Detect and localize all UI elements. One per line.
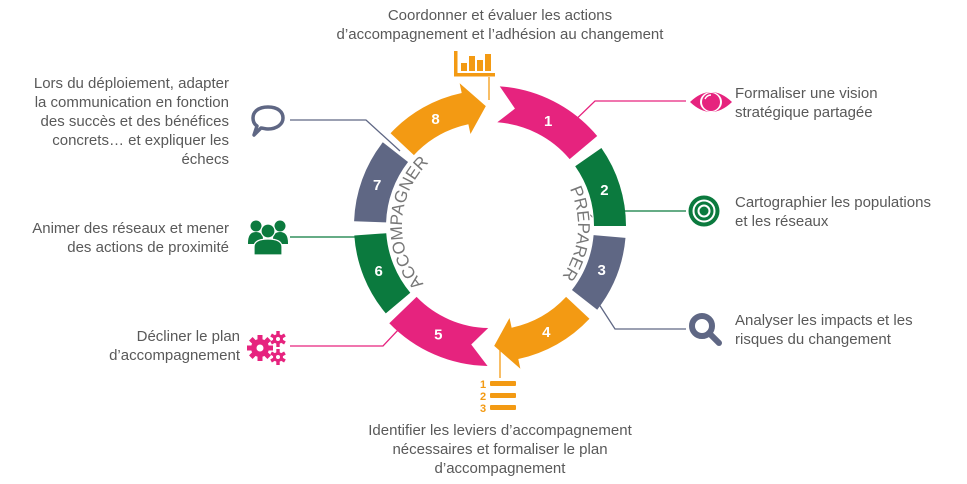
step-6-segment xyxy=(354,233,411,314)
eye-icon xyxy=(690,92,732,112)
step-4-segment xyxy=(494,296,590,369)
numbered-list-icon: 123 xyxy=(480,379,516,415)
step-1-segment xyxy=(497,86,598,160)
svg-text:3: 3 xyxy=(480,403,486,415)
step-7-connector xyxy=(290,119,401,152)
step-8-number: 8 xyxy=(431,111,439,128)
speech-bubble-icon xyxy=(251,105,285,137)
people-icon xyxy=(248,220,288,256)
target-icon xyxy=(688,195,720,227)
svg-text:1: 1 xyxy=(480,379,486,391)
gears-icon xyxy=(247,331,286,365)
step-1-number: 1 xyxy=(544,113,552,130)
step-2-number: 2 xyxy=(600,182,608,199)
bar-chart-icon xyxy=(454,51,495,77)
step-7-number: 7 xyxy=(373,177,381,194)
svg-text:2: 2 xyxy=(480,391,486,403)
step-6-number: 6 xyxy=(375,263,383,280)
step-5-segment xyxy=(389,296,489,366)
search-icon xyxy=(689,313,722,346)
step-4-number: 4 xyxy=(542,324,551,341)
step-3-number: 3 xyxy=(598,262,606,279)
step-2-segment xyxy=(575,147,626,226)
step-3-connector xyxy=(594,297,686,330)
step-3-segment xyxy=(571,235,626,310)
step-7-segment xyxy=(354,142,409,223)
step-5-number: 5 xyxy=(434,326,442,343)
step-8-segment xyxy=(390,83,486,156)
